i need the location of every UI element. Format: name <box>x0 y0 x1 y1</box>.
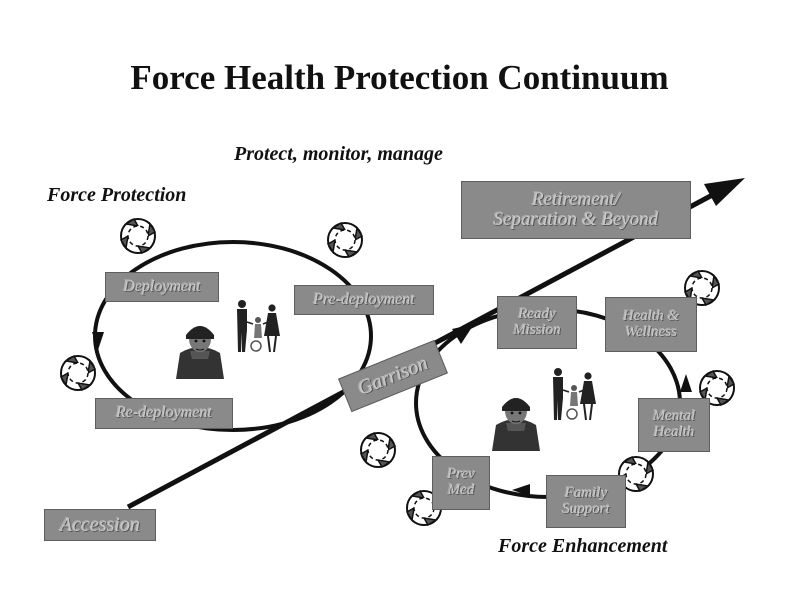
pre-deployment-text: Pre-deployment <box>313 290 415 308</box>
continuum-arrow-head <box>704 178 745 206</box>
force-enhancement-label: Force Enhancement <box>498 535 668 557</box>
ready-mission-box: Ready Mission <box>497 296 577 349</box>
enhancement-loop-arrow <box>512 484 530 496</box>
pre-deployment-box: Pre-deployment <box>294 285 434 315</box>
family-support-line-2: Support <box>562 500 610 517</box>
cycle-wheel-icon <box>327 222 363 258</box>
mental-health-line-1: Mental <box>652 408 696 425</box>
soldier-figure <box>175 325 225 380</box>
accession-text: Accession <box>60 513 140 536</box>
prev-med-box: Prev Med <box>432 456 490 510</box>
mental-health-line-2: Health <box>653 424 695 440</box>
family-support-line-1: Family <box>564 484 608 501</box>
prev-med-line-2: Med <box>447 482 475 498</box>
re-deployment-text: Re-deployment <box>116 404 212 422</box>
page-title: Force Health Protection Continuum <box>130 58 669 97</box>
force-protection-label: Force Protection <box>47 184 187 206</box>
soldier-figure <box>491 397 541 452</box>
family-figure <box>552 367 597 421</box>
prev-med-line-1: Prev <box>447 466 475 483</box>
subtitle: Protect, monitor, manage <box>234 143 443 165</box>
cycle-wheel-icon <box>60 355 96 391</box>
enhancement-loop-arrow-right <box>680 374 692 392</box>
protection-loop-arrow <box>92 332 104 350</box>
retirement-box: Retirement/ Separation & Beyond <box>461 181 691 239</box>
garrison-arrow-head <box>452 324 474 344</box>
retirement-line-1: Retirement/ <box>532 189 620 211</box>
deployment-text: Deployment <box>123 277 201 295</box>
re-deployment-box: Re-deployment <box>95 398 233 429</box>
family-support-box: Family Support <box>546 475 626 528</box>
health-wellness-line-2: Wellness <box>625 323 677 340</box>
deployment-box: Deployment <box>105 272 219 302</box>
accession-box: Accession <box>44 509 156 541</box>
ready-mission-line-1: Ready <box>518 305 556 322</box>
cycle-wheel-icon <box>120 218 156 254</box>
ready-mission-line-2: Mission <box>513 321 561 338</box>
family-figure <box>236 299 281 353</box>
retirement-line-2: Separation & Beyond <box>493 209 659 230</box>
health-wellness-box: Health & Wellness <box>605 297 697 352</box>
health-wellness-line-1: Health & <box>622 307 680 324</box>
cycle-wheel-icon <box>360 432 396 468</box>
mental-health-box: Mental Health <box>638 398 710 452</box>
